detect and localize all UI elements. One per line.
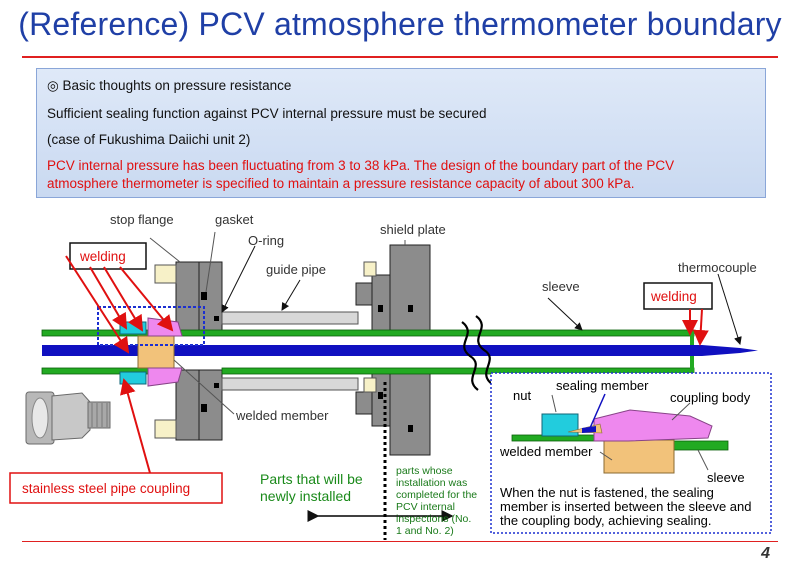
sleeve-label: sleeve <box>542 279 580 294</box>
parts-completed-line-5: inspections (No. <box>396 513 471 525</box>
parts-completed-line-4: PCV internal <box>396 501 455 513</box>
welding-right-label: welding <box>650 289 697 304</box>
page-number: 4 <box>761 545 770 562</box>
title-divider <box>22 56 778 58</box>
coupling-body <box>147 317 183 387</box>
info-line-2: (case of Fukushima Daiichi unit 2) <box>47 132 251 147</box>
welded-member <box>137 335 175 369</box>
detail-sleeve-label: sleeve <box>707 470 745 485</box>
parts-completed-line-1: parts whose <box>396 465 453 477</box>
stop-flange-label: stop flange <box>110 212 174 227</box>
stainless-coupling-label: stainless steel pipe coupling <box>22 481 190 496</box>
detail-drawing <box>511 409 729 474</box>
parts-completed-line-6: 1 and No. 2) <box>396 525 454 537</box>
page-title: (Reference) PCV atmosphere thermometer b… <box>18 6 782 42</box>
detail-caption-1: When the nut is fastened, the sealing <box>500 485 714 500</box>
welding-right-box <box>643 282 713 310</box>
guide-pipe-label: guide pipe <box>266 262 326 277</box>
parts-completed-line-2: installation was <box>396 477 467 489</box>
welded-member-label: welded member <box>235 408 329 423</box>
info-red-line-2: atmosphere thermometer is specified to m… <box>47 176 635 191</box>
coupling-photo <box>25 391 111 445</box>
gasket <box>201 292 207 412</box>
detail-coupling-body-label: coupling body <box>670 390 751 405</box>
welding-left-label: welding <box>79 249 126 264</box>
o-ring <box>214 316 219 388</box>
detail-welded-member-label: welded member <box>499 444 593 459</box>
detail-sealing-member-label: sealing member <box>556 378 649 393</box>
shield-plate-label: shield plate <box>380 222 446 237</box>
parts-new-label-2: newly installed <box>260 488 351 504</box>
info-heading: ◎ Basic thoughts on pressure resistance <box>47 78 292 93</box>
guide-pipe <box>221 311 359 391</box>
detail-caption-3: the coupling body, achieving sealing. <box>500 513 712 528</box>
info-line-1: Sufficient sealing function against PCV … <box>47 106 487 121</box>
leader-lines <box>65 231 742 474</box>
parts-new-label-1: Parts that will be <box>260 471 363 487</box>
thermocouple <box>42 345 758 356</box>
highlight-box <box>97 306 205 346</box>
break-symbol <box>461 315 493 391</box>
stop-flange <box>154 261 223 441</box>
info-box: ◎ Basic thoughts on pressure resistance … <box>36 68 766 198</box>
info-red-line-1: PCV internal pressure has been fluctuati… <box>47 158 675 173</box>
gasket-label: gasket <box>215 212 254 227</box>
thermocouple-label: thermocouple <box>678 260 757 275</box>
welding-left-box <box>69 242 147 270</box>
parts-completed-line-3: completed for the <box>396 489 477 501</box>
detail-nut-label: nut <box>513 388 531 403</box>
detail-caption-2: member is inserted between the sleeve an… <box>500 499 751 514</box>
footer-divider <box>22 541 778 542</box>
o-ring-label: O-ring <box>248 233 284 248</box>
coupling-label-box <box>9 472 223 504</box>
